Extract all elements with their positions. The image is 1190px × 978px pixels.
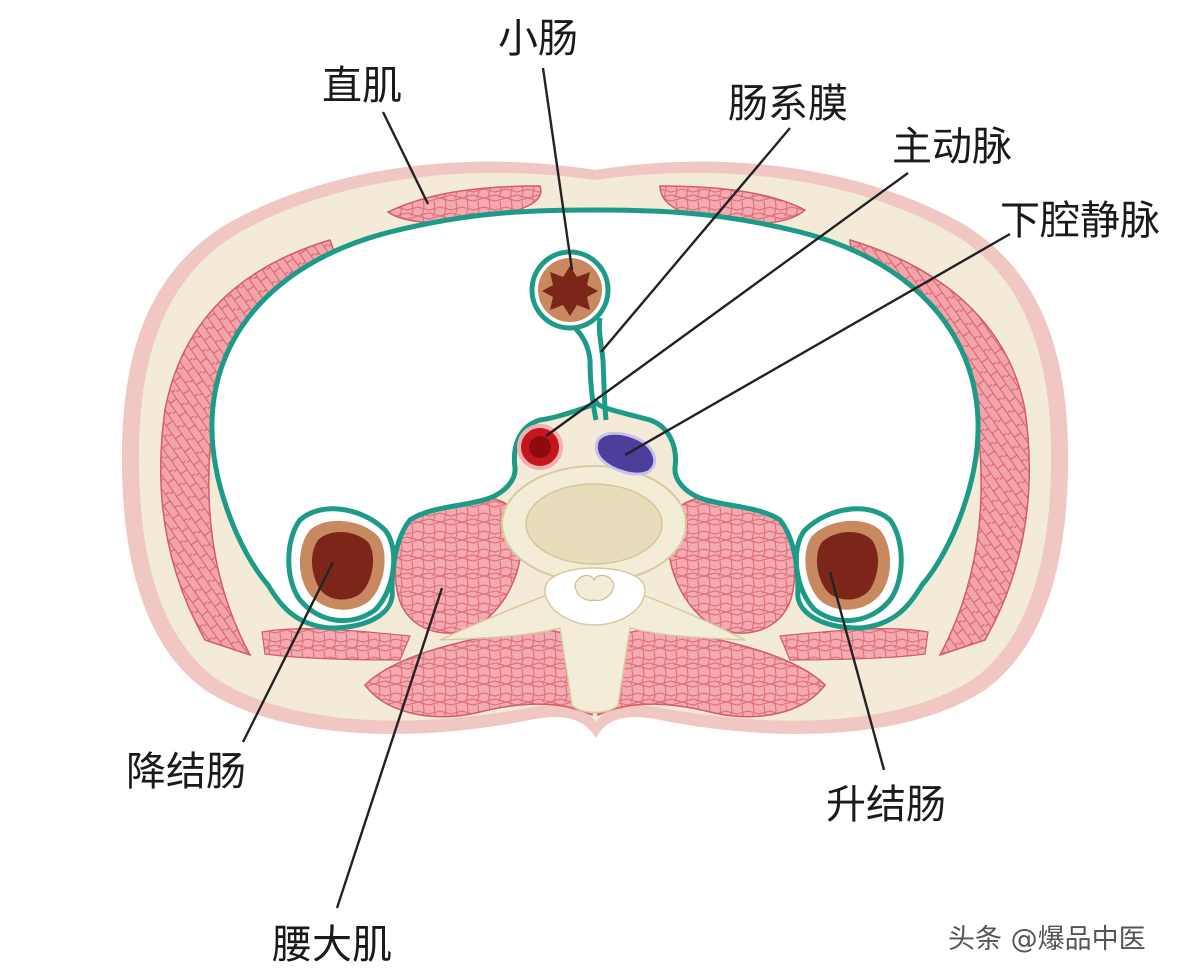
- watermark-text: 头条 @爆品中医: [948, 924, 1146, 955]
- peritoneum: [209, 207, 981, 631]
- leader-ascending-colon: [828, 571, 886, 771]
- label-aorta: 主动脉: [892, 124, 1012, 170]
- leader-mesentery: [600, 127, 791, 353]
- leader-aorta: [545, 172, 909, 437]
- label-rectus-muscle: 直肌: [322, 63, 402, 109]
- label-ascending-colon: 升结肠: [826, 782, 946, 828]
- leader-small-intestine: [541, 67, 574, 271]
- ascending-colon-lumen: [816, 531, 878, 600]
- leader-rectus-muscle: [381, 111, 430, 205]
- leader-inferior-vena-cava: [624, 232, 1011, 457]
- label-psoas-major: 腰大肌: [272, 922, 392, 968]
- leader-psoas-major: [335, 587, 444, 909]
- label-descending-colon: 降结肠: [126, 749, 246, 795]
- label-small-intestine: 小肠: [498, 16, 578, 62]
- aorta-lumen: [529, 436, 551, 458]
- spinal-cord: [574, 574, 615, 602]
- label-mesentery: 肠系膜: [728, 81, 848, 127]
- small-intestine-lumen: [542, 266, 598, 316]
- label-inferior-vena-cava: 下腔静脉: [1000, 198, 1160, 244]
- descending-colon-lumen: [312, 531, 374, 600]
- intervertebral-disc: [525, 483, 663, 565]
- right-posterior-muscle-strip: [779, 628, 929, 661]
- leader-descending-colon: [241, 561, 335, 743]
- left-posterior-muscle-strip: [261, 628, 411, 661]
- mesentery-inner: [596, 317, 609, 421]
